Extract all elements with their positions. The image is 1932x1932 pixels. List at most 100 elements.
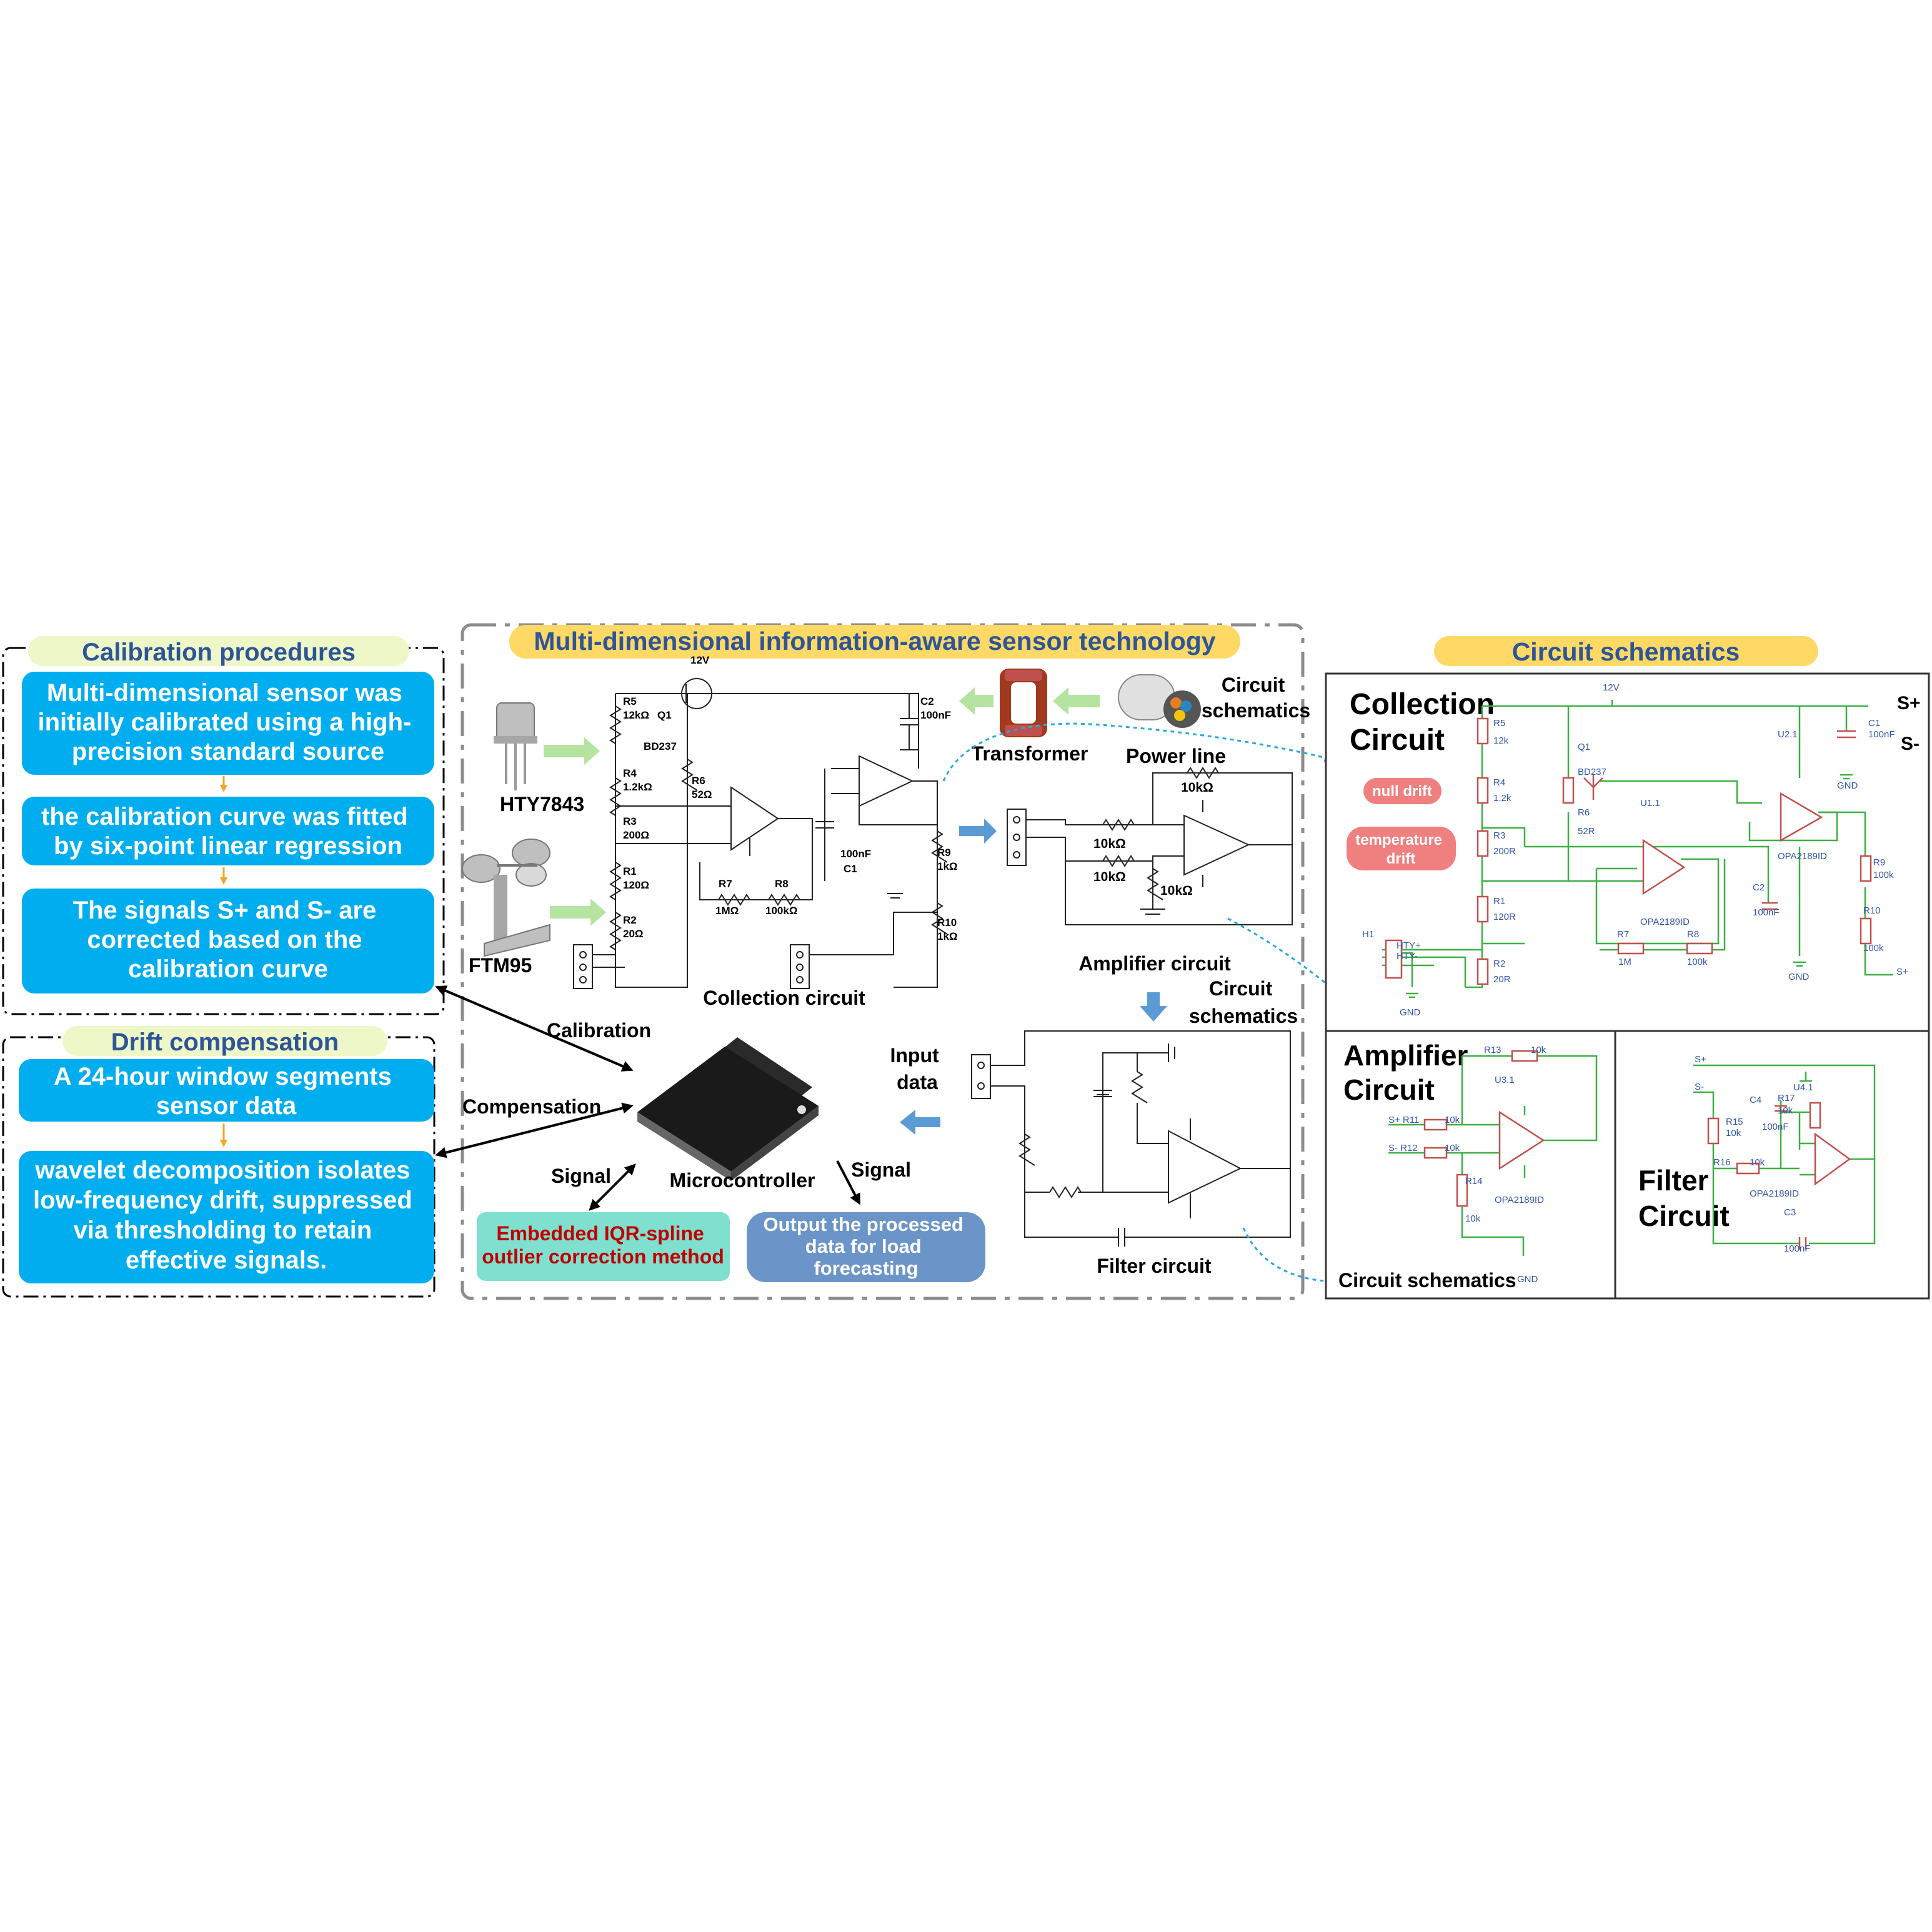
svg-text:100k: 100k: [1873, 870, 1894, 880]
svg-text:200Ω: 200Ω: [623, 829, 649, 841]
drift-step1-text: A 24-hour window segments sensor data: [54, 1063, 399, 1120]
svg-text:OPA2189ID: OPA2189ID: [1778, 851, 1827, 862]
svg-text:100nF: 100nF: [1753, 907, 1780, 918]
svg-text:100k: 100k: [1687, 957, 1708, 967]
svg-text:1kΩ: 1kΩ: [937, 930, 958, 942]
right-filter-ground: [1800, 1072, 1812, 1082]
calibration-step1-box: [22, 672, 434, 775]
svg-text:120Ω: 120Ω: [623, 879, 649, 891]
calibration-link: [435, 985, 634, 1072]
svg-text:200R: 200R: [1493, 846, 1516, 857]
svg-text:GND: GND: [1837, 780, 1858, 791]
svg-text:10k: 10k: [1750, 1157, 1765, 1168]
middle-panel: Multi-dimensional information-aware sens…: [435, 623, 1490, 1300]
right-filter-labels: S+ S- C4 R17 10k U4.1 R15 10k 100nF R16 …: [1695, 1054, 1813, 1254]
svg-text:100nF: 100nF: [1868, 729, 1895, 740]
svg-text:R7: R7: [1617, 929, 1629, 940]
right-collection-title: Collection Circuit: [1350, 688, 1503, 757]
drift-panel: Drift compensation A 24-hour window segm…: [2, 1026, 436, 1298]
null-drift-text: null drift: [1372, 783, 1432, 800]
temperature-drift-text: temperature drift: [1355, 832, 1446, 867]
calibration-step2-text: the calibration curve was fitted by six-…: [41, 803, 415, 860]
svg-text:100nF: 100nF: [1762, 1122, 1789, 1132]
svg-text:1kΩ: 1kΩ: [937, 860, 958, 872]
filter-circuit-schematic: [971, 1030, 1291, 1247]
svg-text:100kΩ: 100kΩ: [765, 905, 797, 917]
calibration-step1-text: Multi-dimensional sensor was initially c…: [38, 679, 419, 765]
svg-text:R7: R7: [719, 878, 732, 890]
svg-text:10kΩ: 10kΩ: [1093, 870, 1126, 884]
svg-text:1MΩ: 1MΩ: [715, 905, 739, 917]
svg-text:1M: 1M: [1618, 957, 1631, 967]
svg-text:100nF: 100nF: [1784, 1243, 1811, 1254]
svg-text:C4: C4: [1750, 1095, 1761, 1105]
svg-text:R6: R6: [1578, 807, 1590, 818]
sm-label: S-: [1901, 734, 1920, 754]
svg-text:S-: S-: [1695, 1082, 1704, 1092]
link-to-collection: [942, 722, 1333, 782]
svg-text:C3: C3: [1784, 1207, 1796, 1218]
svg-text:R3: R3: [1493, 830, 1505, 841]
svg-text:HTY-: HTY-: [1397, 951, 1418, 962]
amp-schematic-labels: 10kΩ 10kΩ 10kΩ 10kΩ: [1093, 780, 1213, 898]
svg-text:R3: R3: [623, 815, 637, 827]
svg-text:12k: 12k: [1493, 735, 1509, 746]
temperature-drift-badge: [1347, 827, 1456, 870]
svg-text:100nF: 100nF: [840, 848, 871, 860]
svg-text:R8: R8: [775, 878, 789, 890]
right-panel: Circuit schematics Collection Circuit S+…: [1325, 636, 1930, 1300]
input-data-label: Input data: [890, 1044, 944, 1093]
svg-text:R17: R17: [1778, 1093, 1795, 1103]
collection-schematic-labels: 12V R5 12kΩ R4 1.2kΩ R3 200Ω R1 120Ω R2 …: [623, 654, 958, 942]
calibration-panel: Calibration procedures Multi-dimensional…: [2, 636, 445, 1015]
svg-text:52R: 52R: [1578, 826, 1595, 837]
svg-text:C1: C1: [1868, 718, 1880, 729]
output-box: [747, 1212, 985, 1282]
right-collection-wires: [1382, 700, 1893, 988]
svg-text:10k: 10k: [1778, 1105, 1793, 1116]
calibration-header: Calibration procedures: [82, 639, 356, 666]
ftm-arrow: [550, 899, 606, 926]
svg-text:H1: H1: [1362, 929, 1374, 940]
svg-text:100k: 100k: [1863, 943, 1884, 954]
power-cable-icon: [1118, 674, 1201, 728]
right-title-bg: [1434, 636, 1818, 666]
hty7843-label: HTY7843: [500, 793, 584, 815]
drift-step2-text: wavelet decomposition isolates low-frequ…: [33, 1157, 419, 1274]
svg-text:10k: 10k: [1445, 1143, 1460, 1153]
svg-text:OPA2189ID: OPA2189ID: [1640, 917, 1690, 927]
calibration-arrow-label: Calibration: [547, 1019, 651, 1042]
compensation-arrow-label: Compensation: [462, 1095, 601, 1118]
drift-step2-box: [19, 1151, 434, 1283]
middle-title: Multi-dimensional information-aware sens…: [534, 627, 1215, 655]
right-circuit-schematics-label: Circuit schematics: [1338, 1269, 1516, 1292]
hty-arrow: [544, 737, 600, 765]
transformer-icon: [1000, 669, 1047, 737]
svg-text:R10: R10: [937, 917, 957, 929]
amplifier-circuit-schematic: [1007, 767, 1293, 925]
svg-text:Q1: Q1: [657, 709, 672, 721]
microcontroller-chip-icon: [637, 1037, 819, 1181]
svg-text:10kΩ: 10kΩ: [1093, 837, 1126, 851]
null-drift-badge: [1363, 778, 1442, 804]
svg-text:GND: GND: [1400, 1007, 1421, 1018]
power-line-label: Power line: [1126, 745, 1226, 767]
ftm95-label: FTM95: [469, 954, 532, 977]
middle-title-bg: [509, 625, 1240, 659]
svg-text:100nF: 100nF: [920, 709, 951, 721]
right-collection-labels: 12V R5 12k R4 1.2k R3 200R R1 120R R2 20…: [1362, 682, 1908, 1018]
svg-text:10k: 10k: [1726, 1128, 1741, 1138]
svg-text:C1: C1: [844, 863, 857, 875]
svg-text:52Ω: 52Ω: [692, 789, 712, 800]
svg-text:1.2k: 1.2k: [1493, 793, 1511, 804]
svg-text:R9: R9: [937, 847, 951, 859]
collection-circuit-label: Collection circuit: [703, 987, 865, 1009]
svg-text:10k: 10k: [1465, 1213, 1481, 1224]
microcontroller-label: Microcontroller: [670, 1169, 815, 1192]
svg-text:120R: 120R: [1493, 912, 1516, 922]
svg-text:R4: R4: [1493, 777, 1505, 788]
calibration-step3-text: The signals S+ and S- are corrected base…: [73, 897, 384, 983]
amp-to-filter-arrow: [1140, 992, 1167, 1022]
svg-text:1.2kΩ: 1.2kΩ: [623, 781, 652, 793]
svg-text:C2: C2: [920, 695, 934, 707]
